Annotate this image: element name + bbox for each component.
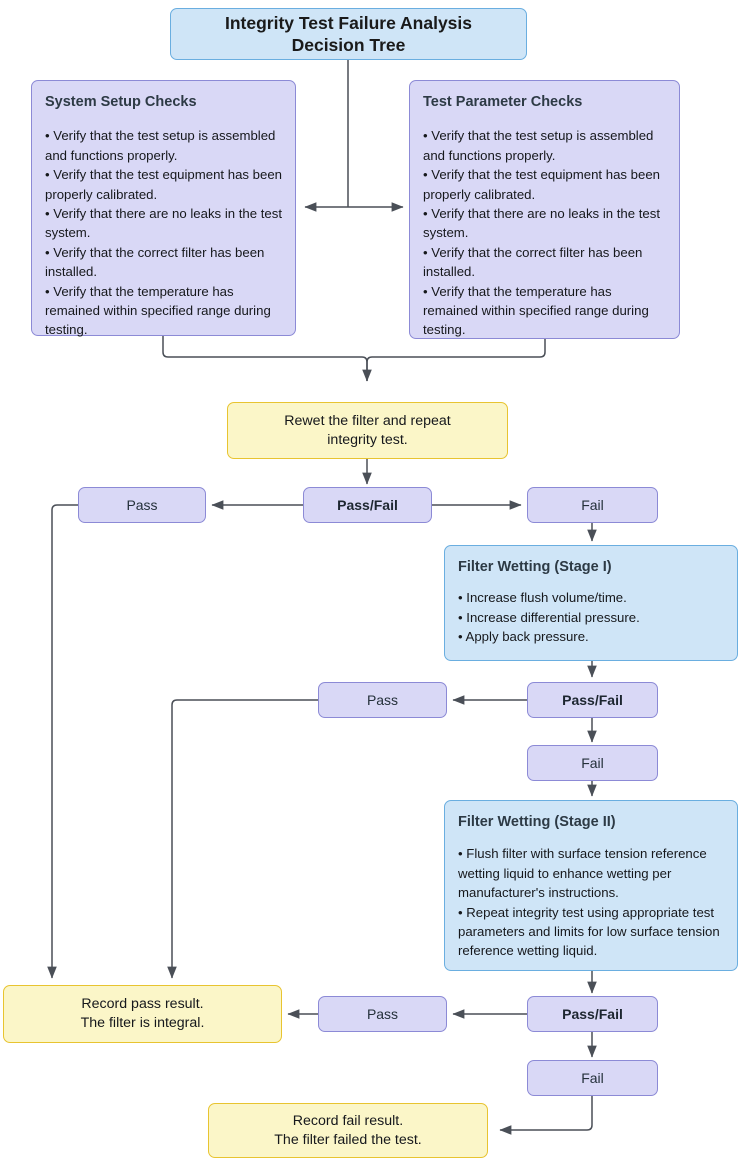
decision2-passfail-node: Pass/Fail: [527, 682, 658, 718]
filter-wetting-stage2-bullets: • Flush filter with surface tension refe…: [458, 844, 724, 960]
bullet-item: • Increase flush volume/time.: [458, 590, 627, 606]
decision2-fail-label: Fail: [581, 755, 604, 771]
decision2-pass-label: Pass: [366, 692, 399, 708]
rewet-step-text: Rewet the filter and repeat integrity te…: [228, 412, 507, 450]
bullet-item: • Verify that the test equipment has bee…: [45, 167, 283, 202]
decision1-fail-node: Fail: [527, 487, 658, 523]
decision3-fail-node: Fail: [527, 1060, 658, 1096]
decision2-pass-node: Pass: [318, 682, 447, 718]
bullet-item: • Verify that the temperature has remain…: [45, 283, 271, 338]
result-fail-line-1: Record fail result.: [292, 1112, 404, 1129]
connector-pass1-to-result-pass: [47, 504, 78, 979]
decision3-passfail-node: Pass/Fail: [527, 996, 658, 1032]
decision1-pass-node: Pass: [78, 487, 206, 523]
system-setup-checks-heading: System Setup Checks: [45, 94, 197, 110]
filter-wetting-stage1-bullets: • Increase flush volume/time. • Increase…: [458, 588, 724, 646]
bullet-item: • Verify that the test setup is assemble…: [45, 128, 276, 163]
decision1-passfail-node: Pass/Fail: [303, 487, 432, 523]
decision1-pass-label: Pass: [126, 497, 158, 513]
bullet-item: • Repeat integrity test using appropriat…: [458, 904, 720, 959]
result-pass-line-1: Record pass result.: [81, 996, 204, 1013]
rewet-line-2: integrity test.: [327, 431, 408, 448]
test-parameter-checks-bullets: • Verify that the test setup is assemble…: [423, 126, 666, 339]
filter-wetting-stage2-node: Filter Wetting (Stage II) • Flush filter…: [444, 800, 738, 971]
test-parameter-checks-node: Test Parameter Checks • Verify that the …: [409, 80, 680, 339]
filter-wetting-stage1-heading: Filter Wetting (Stage I): [458, 559, 612, 575]
result-pass-text: Record pass result. The filter is integr…: [4, 995, 281, 1033]
bullet-item: • Verify that the test equipment has bee…: [423, 167, 661, 202]
test-parameter-checks-heading: Test Parameter Checks: [423, 94, 583, 110]
bullet-item: • Verify that the test setup is assemble…: [423, 128, 654, 163]
decision3-pass-label: Pass: [366, 1006, 399, 1022]
filter-wetting-stage2-heading: Filter Wetting (Stage II): [458, 814, 616, 830]
connector-fail3-to-result-fail: [499, 1096, 593, 1135]
rewet-step-node: Rewet the filter and repeat integrity te…: [227, 402, 508, 459]
result-pass-line-2: The filter is integral.: [80, 1015, 205, 1031]
bullet-item: • Verify that the correct filter has bee…: [423, 244, 643, 280]
decision3-fail-label: Fail: [581, 1070, 604, 1086]
bullet-item: • Verify that the temperature has remain…: [423, 283, 649, 338]
decision2-label: Pass/Fail: [562, 692, 623, 708]
title-node: Integrity Test Failure Analysis Decision…: [170, 8, 527, 60]
bullet-item: • Increase differential pressure.: [458, 609, 640, 625]
connector-test-parameter-to-rewet: [366, 339, 546, 381]
decision2-fail-node: Fail: [527, 745, 658, 781]
bullet-item: • Flush filter with surface tension refe…: [458, 846, 707, 901]
result-fail-line-2: The filter failed the test.: [274, 1131, 422, 1148]
bullet-item: • Apply back pressure.: [458, 629, 589, 645]
result-pass-node: Record pass result. The filter is integr…: [3, 985, 282, 1043]
system-setup-checks-bullets: • Verify that the test setup is assemble…: [45, 126, 282, 339]
decision3-pass-node: Pass: [318, 996, 447, 1032]
decision1-fail-label: Fail: [581, 497, 604, 513]
system-setup-checks-node: System Setup Checks • Verify that the te…: [31, 80, 296, 339]
title-text: Integrity Test Failure Analysis Decision…: [171, 12, 526, 57]
bullet-item: • Verify that the correct filter has bee…: [45, 244, 265, 280]
title-line-2: Decision Tree: [291, 35, 406, 55]
rewet-line-1: Rewet the filter and repeat: [284, 412, 451, 429]
title-line-1: Integrity Test Failure Analysis: [224, 12, 473, 33]
decision3-label: Pass/Fail: [562, 1006, 623, 1022]
bullet-item: • Verify that there are no leaks in the …: [45, 206, 282, 241]
bullet-item: • Verify that there are no leaks in the …: [423, 206, 660, 241]
filter-wetting-stage1-node: Filter Wetting (Stage I) • Increase flus…: [444, 545, 738, 661]
connector-system-setup-to-rewet: [162, 336, 372, 382]
connector-pass2-to-result-pass: [167, 699, 318, 979]
result-fail-text: Record fail result. The filter failed th…: [209, 1112, 487, 1150]
decision1-label: Pass/Fail: [337, 497, 398, 513]
result-fail-node: Record fail result. The filter failed th…: [208, 1103, 488, 1158]
